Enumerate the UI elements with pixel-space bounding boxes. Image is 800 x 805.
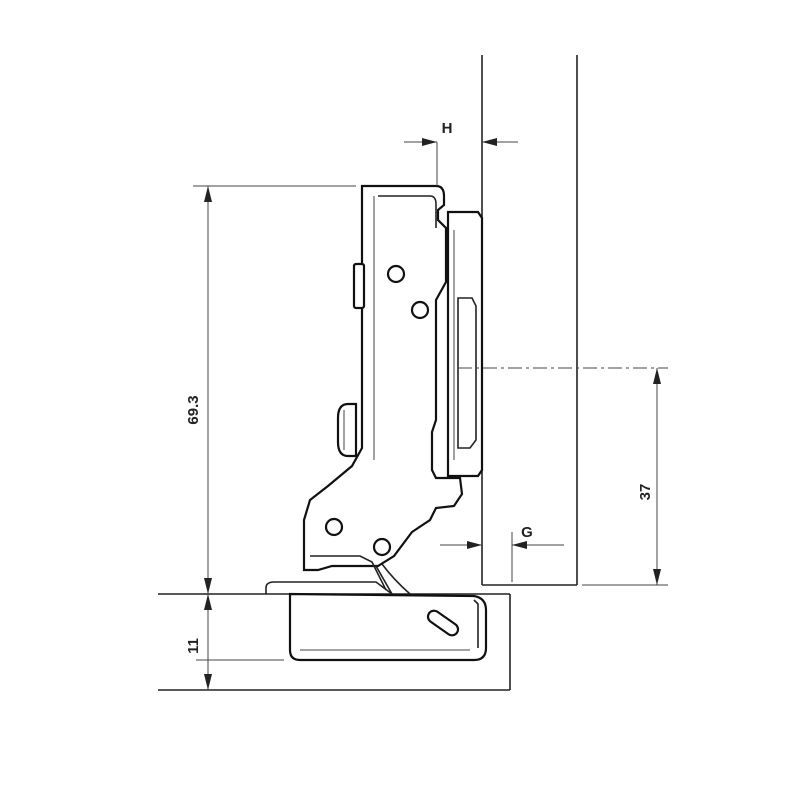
dimension-h: H bbox=[404, 120, 518, 186]
label-dim-cup: 11 bbox=[185, 638, 202, 654]
label-dim-door: 37 bbox=[637, 484, 654, 501]
dimension-37: 37 bbox=[458, 367, 668, 586]
hinge-arm bbox=[302, 184, 464, 595]
cabinet-side-panel bbox=[481, 55, 578, 586]
label-dim-height: 69.3 bbox=[185, 395, 202, 424]
hinge-cup bbox=[265, 581, 488, 662]
label-h: H bbox=[442, 120, 453, 137]
dimension-69-3: 69.3 bbox=[185, 185, 356, 594]
mounting-plate bbox=[446, 210, 484, 478]
dimension-11: 11 bbox=[185, 594, 284, 690]
label-g: G bbox=[521, 524, 533, 541]
dimension-g: G bbox=[440, 524, 564, 582]
